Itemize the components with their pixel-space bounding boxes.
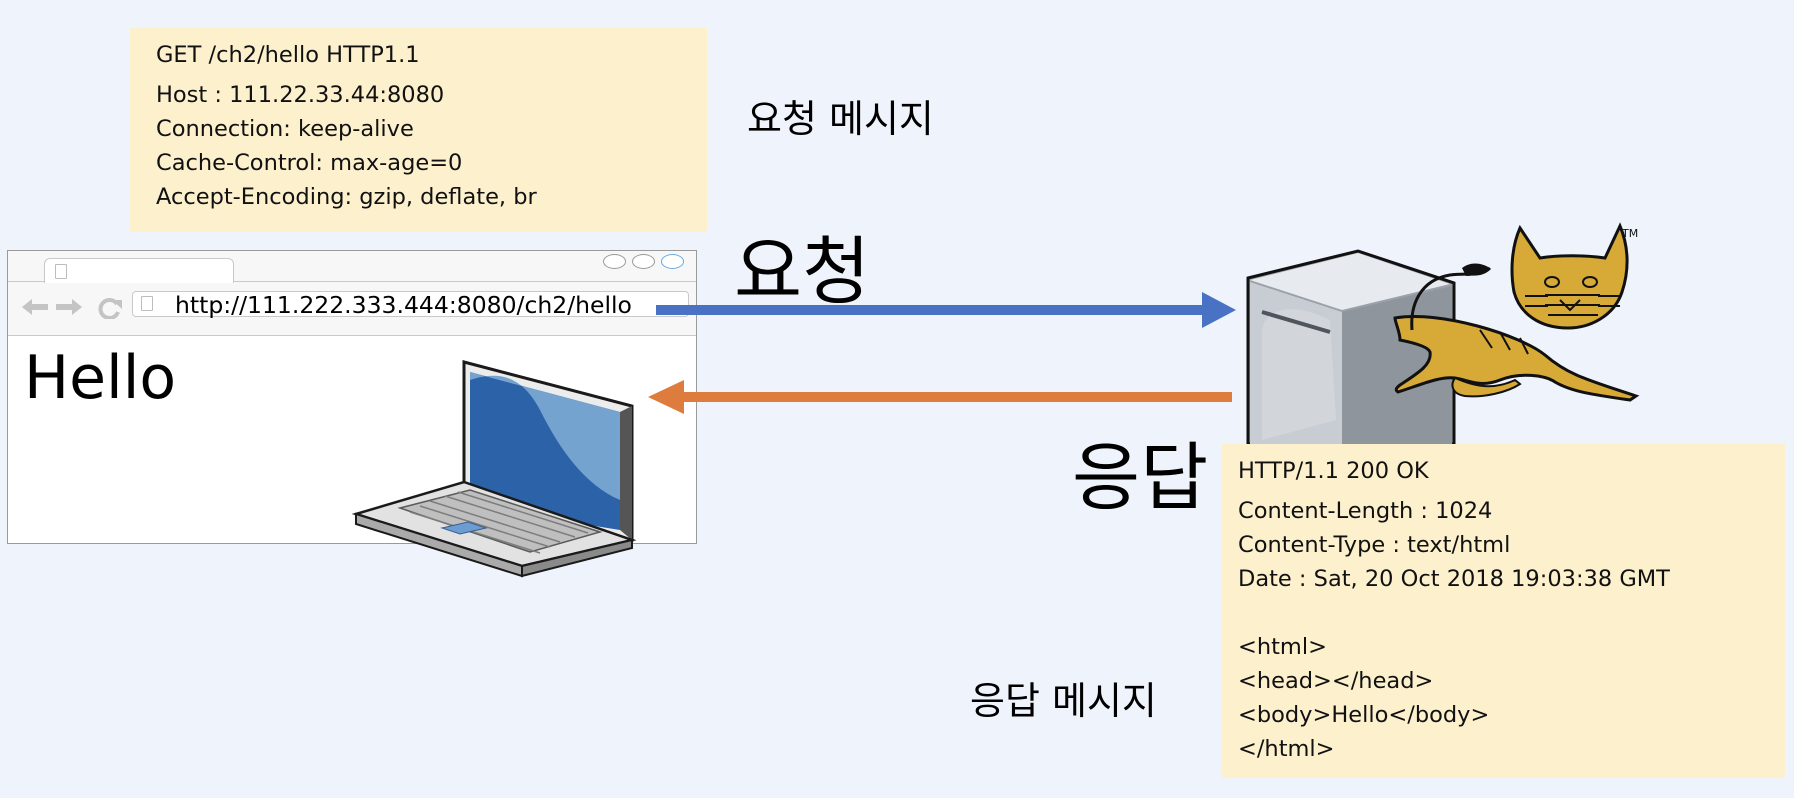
response-body-line: <head></head>: [1238, 668, 1434, 694]
response-header-content-length: Content-Length : 1024: [1238, 498, 1493, 524]
forward-arrow-icon[interactable]: [54, 297, 84, 317]
request-header-connection: Connection: keep-alive: [156, 116, 414, 142]
trademark-text: TM: [1621, 227, 1638, 240]
response-body-line: <body>Hello</body>: [1238, 702, 1490, 728]
tomcat-logo-icon: TM: [1393, 222, 1640, 402]
response-message-label: 응답 메시지: [970, 679, 1157, 723]
response-blank-line: [1238, 596, 1785, 630]
status-line: HTTP/1.1 200 OK: [1238, 458, 1429, 484]
tab-strip: [8, 281, 696, 282]
maximize-button[interactable]: [632, 254, 655, 269]
request-header-accept-encoding: Accept-Encoding: gzip, deflate, br: [156, 184, 537, 210]
response-header-date: Date : Sat, 20 Oct 2018 19:03:38 GMT: [1238, 566, 1670, 592]
page-icon: [141, 296, 153, 311]
browser-toolbar: http://111.222.333.444:8080/ch2/hello: [8, 251, 696, 336]
reload-icon[interactable]: [96, 297, 124, 319]
request-message-box: GET /ch2/hello HTTP1.1 Host : 111.22.33.…: [130, 28, 707, 232]
address-bar[interactable]: http://111.222.333.444:8080/ch2/hello: [132, 291, 689, 319]
browser-window: http://111.222.333.444:8080/ch2/hello He…: [7, 250, 697, 544]
minimize-button[interactable]: [603, 254, 626, 269]
response-arrow: [648, 380, 1232, 414]
request-header-cache-control: Cache-Control: max-age=0: [156, 150, 463, 176]
page-icon: [55, 264, 67, 279]
request-header-host: Host : 111.22.33.44:8080: [156, 82, 445, 108]
server-icon: [1246, 249, 1456, 446]
url-text[interactable]: http://111.222.333.444:8080/ch2/hello: [175, 291, 632, 319]
request-message-label: 요청 메시지: [747, 97, 934, 141]
response-body-line: <html>: [1238, 634, 1327, 660]
response-header-content-type: Content-Type : text/html: [1238, 532, 1511, 558]
back-arrow-icon[interactable]: [20, 297, 50, 317]
request-label: 요청: [734, 229, 871, 315]
response-label: 응답: [1072, 435, 1209, 521]
response-message-box: HTTP/1.1 200 OK Content-Length : 1024 Co…: [1222, 444, 1785, 778]
page-content-hello: Hello: [24, 343, 177, 413]
close-button[interactable]: [661, 254, 684, 269]
request-line: GET /ch2/hello HTTP1.1: [156, 42, 420, 68]
browser-tab[interactable]: [44, 258, 234, 283]
response-body-line: </html>: [1238, 736, 1335, 762]
